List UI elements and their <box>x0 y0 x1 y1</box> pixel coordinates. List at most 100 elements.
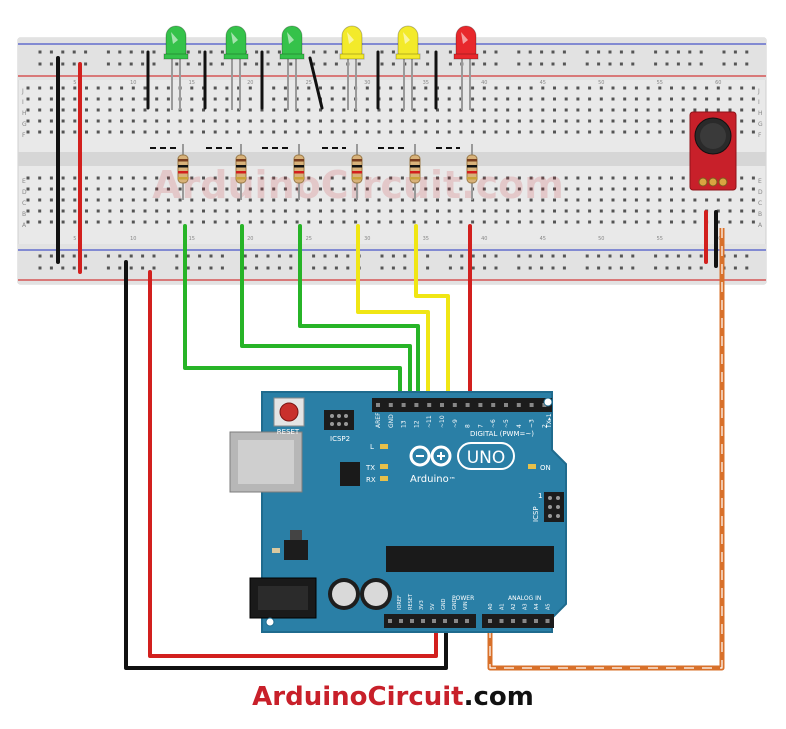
digital-pin-label: 13 <box>401 420 408 428</box>
footer-brand: ArduinoCircuit.com <box>0 680 786 714</box>
row-letter-right-g: G <box>758 121 763 128</box>
power-pin-label: 3V3 <box>419 600 425 610</box>
column-number-bottom: 50 <box>598 236 604 242</box>
arduino-logo: UNO Arduino™ <box>409 442 515 485</box>
digital-pin-label: 2 <box>541 424 548 428</box>
resistor-5 <box>409 144 421 200</box>
row-letter-right-b: B <box>758 211 762 218</box>
sensor-pin-3 <box>718 177 728 187</box>
digital-pin-label: ~6 <box>490 419 497 428</box>
icsp-label: ICSP <box>532 506 540 522</box>
row-letter-h: H <box>22 110 27 117</box>
column-number-bottom: 15 <box>189 236 195 242</box>
led-green-3 <box>279 25 305 110</box>
resistor-2 <box>235 144 247 200</box>
uno-logo-text: UNO <box>467 448 506 468</box>
power-pin-label: GND <box>452 598 458 610</box>
txrx-pin-label: TX▸1 <box>546 413 553 429</box>
reset-label: RESET <box>277 428 300 436</box>
column-number: 50 <box>598 80 604 86</box>
led-yellow-4 <box>339 25 365 110</box>
power-pin-label: GND <box>441 598 447 610</box>
wire-green-led3-pin11 <box>298 224 420 400</box>
leds <box>163 25 479 110</box>
row-letter-e: E <box>22 178 26 185</box>
wire-green-led2-pin12 <box>240 224 412 400</box>
row-letter-g: G <box>22 121 27 128</box>
row-letter-right-f: F <box>758 132 762 139</box>
column-number: 60 <box>715 80 721 86</box>
digital-pin-label: ~3 <box>529 419 536 428</box>
column-number-bottom: 5 <box>73 236 76 242</box>
usb-chip <box>340 462 360 486</box>
wire-yellow-led4-pin10 <box>356 224 430 400</box>
power-pin-label: VIN <box>463 601 469 610</box>
column-number-bottom: 30 <box>364 236 370 242</box>
column-number: 25 <box>306 80 312 86</box>
footer-domain: .com <box>463 682 534 712</box>
column-number-bottom: 45 <box>540 236 546 242</box>
digital-header <box>372 398 552 412</box>
resistors <box>177 144 478 200</box>
resistor-6 <box>466 144 478 200</box>
led-green-2 <box>223 25 249 110</box>
column-number: 30 <box>364 80 370 86</box>
row-letter-d: D <box>22 189 27 196</box>
icsp2-header <box>324 410 354 430</box>
analog-pin-label: A1 <box>500 603 506 610</box>
row-letter-b: B <box>22 211 26 218</box>
column-number-bottom: 35 <box>423 236 429 242</box>
sensor-pin-1 <box>698 177 708 187</box>
gnd-jumper-4 <box>308 56 324 110</box>
power-pin-label: IOREF <box>397 595 403 610</box>
column-number: 40 <box>481 80 487 86</box>
row-letter-i: I <box>22 99 24 106</box>
led-yellow-5 <box>395 25 421 110</box>
column-number-bottom: 55 <box>657 236 663 242</box>
column-number: 55 <box>657 80 663 86</box>
resistor-3 <box>293 144 305 200</box>
digital-pin-label: GND <box>388 414 395 428</box>
resistor-1 <box>177 144 189 200</box>
analog-pin-label: A0 <box>488 603 494 610</box>
led-red-6 <box>453 25 479 110</box>
row-letter-j: J <box>21 88 24 95</box>
row-letter-f: F <box>22 132 26 139</box>
power-header <box>384 614 476 628</box>
column-number: 35 <box>423 80 429 86</box>
column-number-bottom: 10 <box>130 236 136 242</box>
column-number-bottom: 20 <box>247 236 253 242</box>
power-pin-label: 5V <box>430 603 436 610</box>
footer-brand-name: ArduinoCircuit <box>252 682 464 712</box>
l-label: L <box>370 443 374 451</box>
sound-sensor-module <box>689 111 737 191</box>
row-letter-right-j: J <box>757 88 760 95</box>
txrx-pin-label: RX◂0 <box>559 413 566 428</box>
icsp-header <box>544 492 564 522</box>
analog-pin-label: A2 <box>511 603 517 610</box>
icsp-pin-label: 1 <box>538 492 542 500</box>
analog-pin-label: A4 <box>534 603 540 610</box>
column-number: 45 <box>540 80 546 86</box>
analog-label: ANALOG IN <box>508 595 541 602</box>
wire-yellow-led5-pin9 <box>414 224 450 400</box>
resistor-4 <box>351 144 363 200</box>
analog-pin-label: A3 <box>523 603 529 610</box>
on-label: ON <box>540 464 551 472</box>
power-pin-label: RESET <box>408 593 414 610</box>
column-number: 5 <box>73 80 76 86</box>
analog-wire <box>487 228 725 671</box>
microcontroller-chip <box>386 546 554 572</box>
column-number: 10 <box>130 80 136 86</box>
breadboard-jumpers <box>56 50 718 274</box>
row-letter-right-a: A <box>758 222 763 229</box>
tx-label: TX <box>365 464 375 472</box>
arduino-brand-text: Arduino™ <box>410 474 456 485</box>
digital-pin-label: ~10 <box>439 415 446 428</box>
column-number-bottom: 40 <box>481 236 487 242</box>
power-label: POWER <box>452 595 474 602</box>
